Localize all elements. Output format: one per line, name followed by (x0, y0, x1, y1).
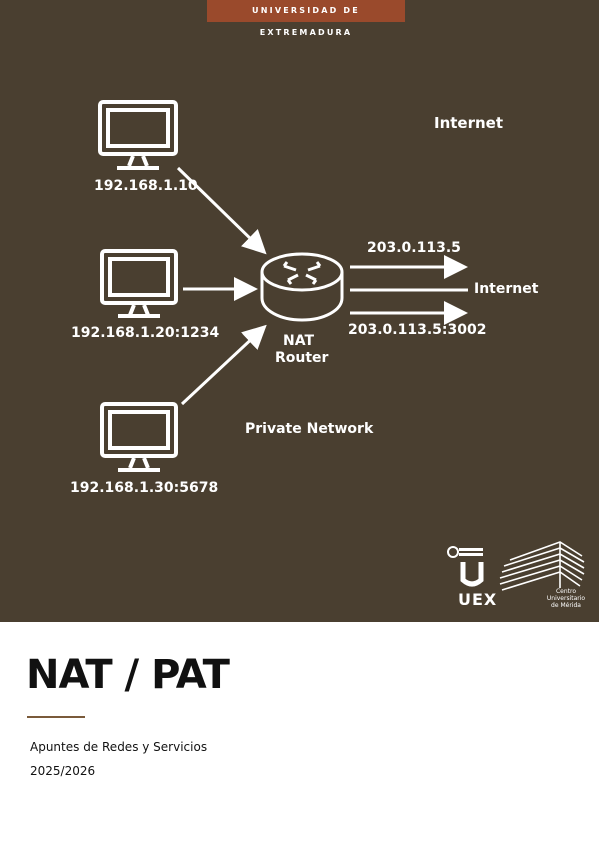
router-label-router: Router (275, 350, 329, 366)
uex-logo (447, 546, 484, 587)
pc3-ip-label: 192.168.1.30:5678 (70, 480, 219, 496)
title-divider (27, 716, 85, 718)
computer-icon-2 (100, 249, 178, 318)
arrow-pc1-router (176, 166, 267, 255)
document-year: 2025/2026 (30, 764, 96, 778)
router-label-nat: NAT (283, 333, 315, 349)
arrow-pc3-router (180, 324, 267, 406)
centro-logo (499, 541, 585, 591)
network-diagram (98, 100, 585, 591)
pc2-ip-label: 192.168.1.20:1234 (71, 325, 220, 341)
centro-logo-text: Centro Universitario de Mérida (546, 588, 586, 609)
pc1-ip-label: 192.168.1.10 (94, 178, 198, 194)
router-icon (260, 252, 344, 322)
internet-cloud-label: Internet (434, 114, 504, 132)
public-ip-label: 203.0.113.5 (367, 240, 461, 256)
computer-icon-1 (98, 100, 178, 170)
private-network-label: Private Network (245, 421, 374, 437)
internet-label: Internet (474, 281, 539, 297)
document-subtitle: Apuntes de Redes y Servicios (30, 740, 208, 754)
computer-icon-3 (100, 402, 178, 472)
public-ip-port-label: 203.0.113.5:3002 (348, 322, 487, 338)
uex-logo-text: UEX (458, 590, 498, 609)
document-title: NAT / PAT (26, 652, 230, 698)
cover-image: UNIVERSIDAD DE EXTREMADURA (0, 0, 599, 622)
university-banner: UNIVERSIDAD DE EXTREMADURA (207, 0, 405, 37)
